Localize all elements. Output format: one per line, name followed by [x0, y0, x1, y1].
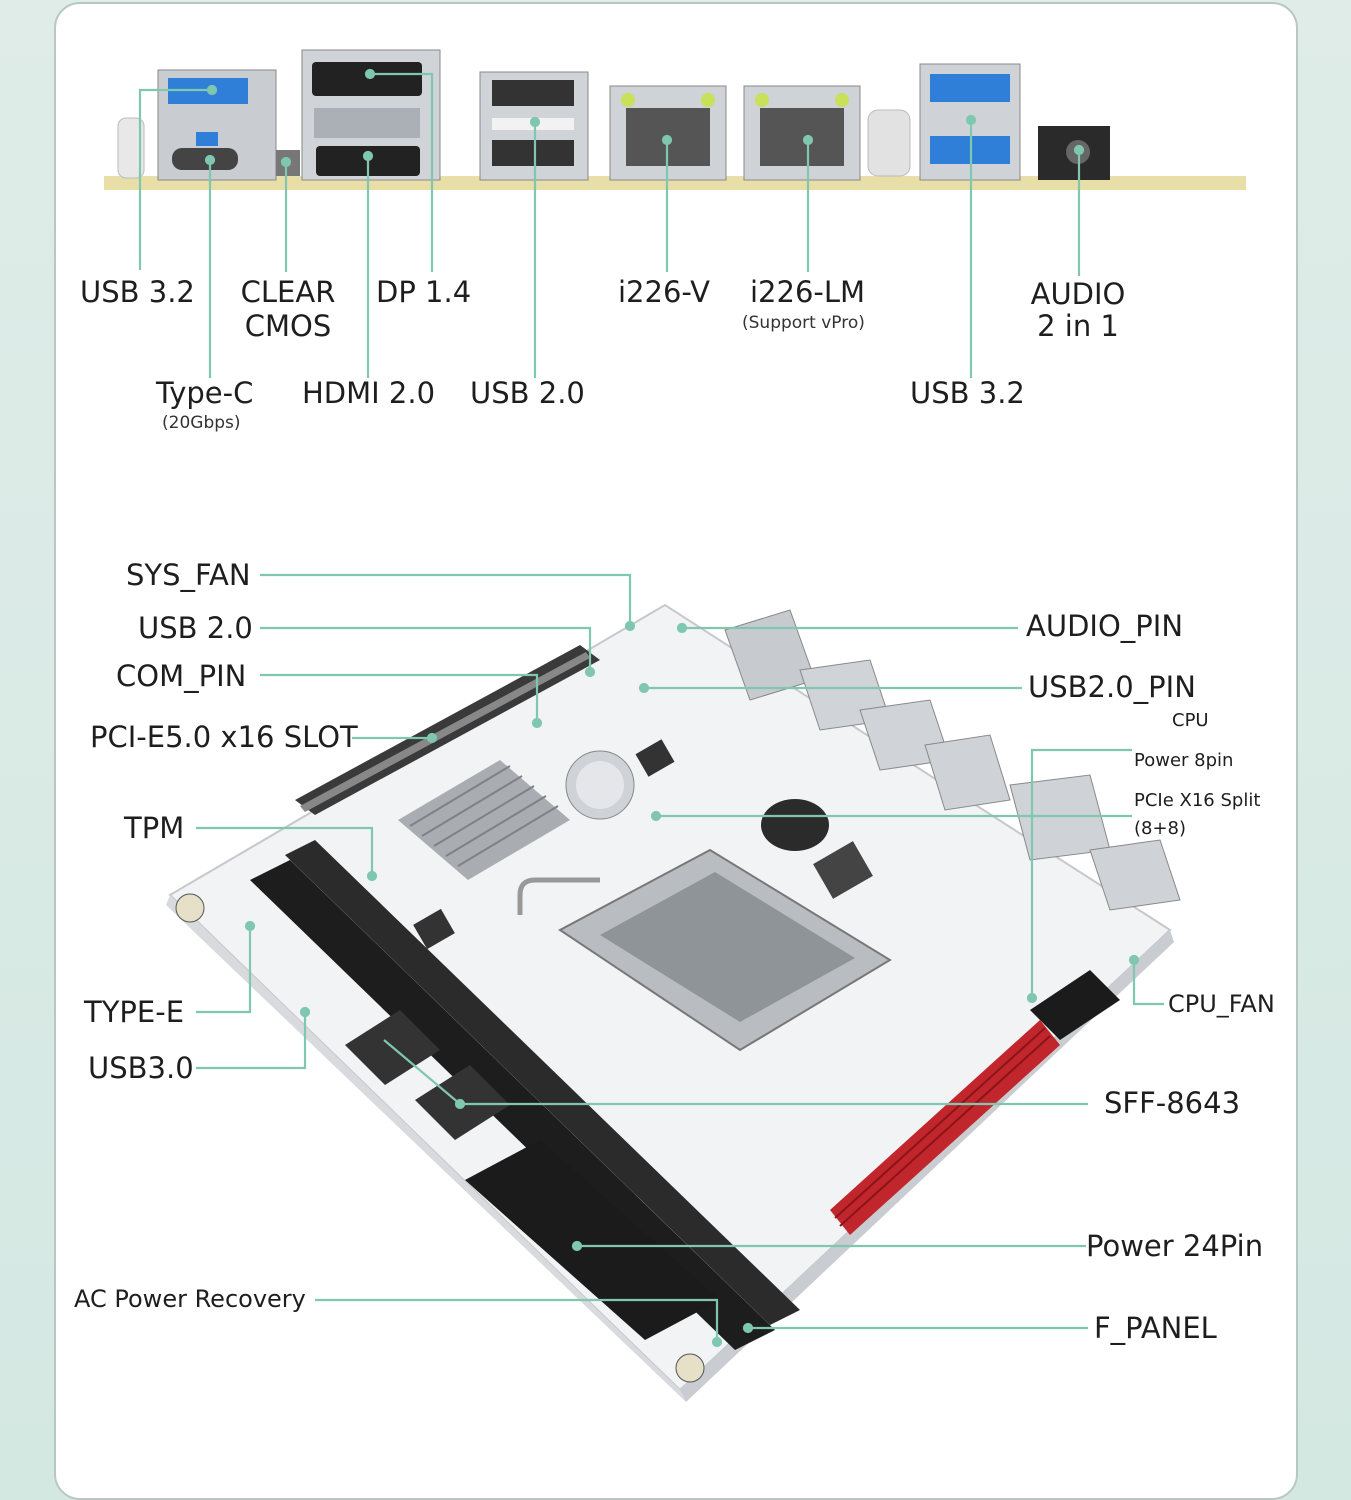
label-power-8pin: Power 8pin	[1134, 750, 1234, 771]
label-sys-fan: SYS_FAN	[126, 558, 251, 592]
label-dp: DP 1.4	[376, 275, 472, 309]
board-leader-lines	[196, 573, 1164, 1348]
label-usb20-io: USB 2.0	[470, 376, 585, 410]
label-usb20-board: USB 2.0	[138, 611, 253, 645]
label-audio-1: AUDIO	[1030, 277, 1126, 311]
label-com-pin: COM_PIN	[116, 659, 247, 693]
label-f-panel: F_PANEL	[1094, 1311, 1217, 1345]
label-usb32-right: USB 3.2	[910, 376, 1025, 410]
label-usb32-left: USB 3.2	[80, 275, 195, 309]
label-audio-pin: AUDIO_PIN	[1026, 609, 1184, 643]
label-clear-cmos-1: CLEAR	[240, 275, 336, 309]
label-typec-sub: (20Gbps)	[162, 413, 241, 433]
label-pcie-slot: PCI-E5.0 x16 SLOT	[90, 720, 358, 754]
label-cpu: CPU	[1172, 710, 1209, 731]
label-i226v: i226-V	[618, 275, 711, 309]
label-i226lm: i226-LM	[750, 275, 866, 309]
label-usb30: USB3.0	[88, 1051, 194, 1085]
label-power-24: Power 24Pin	[1086, 1229, 1264, 1263]
label-pcie-split-1: PCIe X16 Split	[1134, 790, 1261, 811]
label-ac-power: AC Power Recovery	[74, 1285, 306, 1313]
label-hdmi: HDMI 2.0	[302, 376, 436, 410]
io-leader-lines	[138, 68, 1085, 378]
label-tpm: TPM	[124, 811, 185, 845]
label-sff: SFF-8643	[1104, 1086, 1241, 1120]
label-cpu-fan: CPU_FAN	[1168, 990, 1275, 1018]
label-usb20-pin: USB2.0_PIN	[1028, 670, 1196, 704]
io-panel-illustration	[104, 49, 1246, 190]
label-i226lm-sub: (Support vPro)	[742, 313, 865, 333]
label-typec: Type-C	[156, 376, 254, 410]
label-audio-2: 2 in 1	[1037, 309, 1119, 343]
label-type-e: TYPE-E	[84, 995, 185, 1029]
label-clear-cmos-2: CMOS	[244, 309, 332, 343]
label-pcie-split-2: (8+8)	[1134, 818, 1187, 839]
